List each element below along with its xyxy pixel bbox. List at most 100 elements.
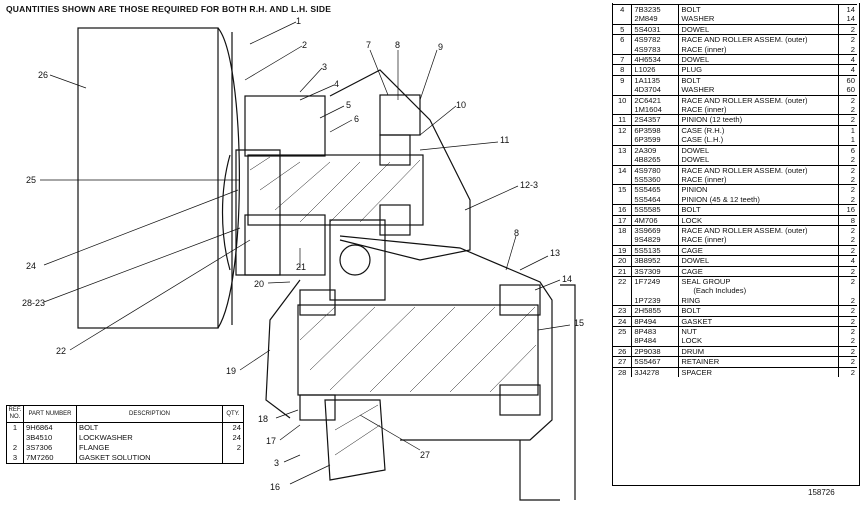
cell-part: 3S7306 (23, 443, 77, 453)
cell-qty: 60 (846, 85, 855, 95)
cell-ref (613, 336, 633, 347)
callout-8: 8 (395, 40, 401, 50)
callout-14: 14 (562, 274, 573, 284)
cell-desc: (Each Includes) (678, 286, 839, 296)
cell-ref: 21 (613, 266, 633, 277)
cell-ref: 5 (613, 24, 633, 35)
cell-qty: 2 (850, 336, 855, 346)
upper-shaft (247, 154, 424, 226)
cell-qty: 2 (850, 327, 855, 336)
cell-desc: RACE AND ROLLER ASSEM. (outer) (678, 225, 839, 236)
cell-part: L1026 (631, 64, 680, 76)
cell-qty: 2 (850, 225, 855, 235)
col-ref: REF. NO. (6, 405, 24, 423)
cell-part (631, 286, 680, 296)
cell-desc: RACE AND ROLLER ASSEM. (outer) (678, 165, 839, 175)
callout-18: 18 (258, 414, 269, 424)
cell-desc: DOWEL (678, 54, 839, 65)
cell-qty: 2 (850, 266, 855, 276)
cell-qty: 2 (850, 24, 855, 34)
cell-qty: 2 (850, 194, 855, 204)
cell-ref: 17 (613, 215, 633, 226)
cell-desc: SEAL GROUP (678, 276, 839, 287)
callout-4: 4 (334, 79, 340, 89)
cell-qty: 16 (846, 205, 855, 215)
cell-qty: 14 (846, 5, 855, 14)
cell-part: 4M706 (631, 215, 680, 226)
cell-desc: RACE (inner) (678, 105, 839, 115)
cell-ref (613, 174, 633, 185)
cell-desc: RETAINER (678, 356, 839, 368)
cell-desc: PINION (12 teeth) (678, 114, 839, 126)
cell-desc: PLUG (678, 64, 839, 76)
cell-qty: 2 (850, 115, 855, 125)
cell-qty: 2 (850, 95, 855, 105)
cell-qty: 2 (850, 105, 855, 115)
cell-ref (613, 85, 633, 96)
cell-part: 8P483 (631, 326, 680, 337)
cell-desc: PINION (678, 184, 839, 195)
cell-desc: BOLT (76, 422, 223, 433)
cell-qty: 2 (850, 44, 855, 54)
cell-desc: DRUM (678, 346, 839, 357)
cell-qty: 24 (222, 422, 244, 433)
cell-ref: 6 (613, 34, 633, 45)
parts-list-frame (612, 3, 860, 486)
cell-part: 9H6864 (23, 422, 77, 433)
cell-part: 4S9782 (631, 34, 680, 45)
cell-qty (838, 286, 857, 295)
cell-qty: 2 (850, 235, 855, 245)
callout-9: 9 (438, 42, 444, 52)
cell-desc: LOCK (678, 215, 839, 226)
final-drive-drawing (40, 21, 576, 501)
cell-part: 5S5467 (631, 356, 680, 368)
cell-ref: 26 (613, 346, 633, 357)
cell-part: 5S5465 (631, 184, 680, 195)
cell-part: 4D3704 (631, 85, 680, 96)
cell-ref: 12 (613, 125, 633, 136)
cell-ref: 7 (613, 54, 633, 65)
callout-8b: 8 (514, 228, 520, 238)
cell-part: 2C6421 (631, 95, 680, 106)
cell-desc: RACE AND ROLLER ASSEM. (outer) (678, 95, 839, 106)
callout-19: 19 (226, 366, 237, 376)
cell-qty: 4 (850, 256, 855, 266)
cell-qty: 1 (850, 125, 855, 135)
cell-qty: 4 (850, 65, 855, 75)
cell-ref: 24 (613, 316, 633, 327)
cell-part: 2A309 (631, 145, 680, 156)
cell-part: 6P3599 (631, 135, 680, 146)
cell-part: 1P7239 (631, 295, 680, 306)
cell-qty: 2 (850, 346, 855, 356)
cell-ref (613, 105, 633, 115)
cell-part: 5S4031 (631, 24, 680, 35)
cell-qty: 60 (846, 75, 855, 85)
cell-qty: 6 (850, 145, 855, 155)
cell-desc: BOLT (678, 305, 839, 317)
callout-25: 25 (26, 175, 37, 185)
cell-part: 8P484 (631, 336, 680, 347)
cell-part: 6P3598 (631, 125, 680, 136)
figure-number: 158726 (808, 488, 835, 497)
callout-22: 22 (56, 346, 67, 356)
cell-desc: CASE (R.H.) (678, 125, 839, 136)
